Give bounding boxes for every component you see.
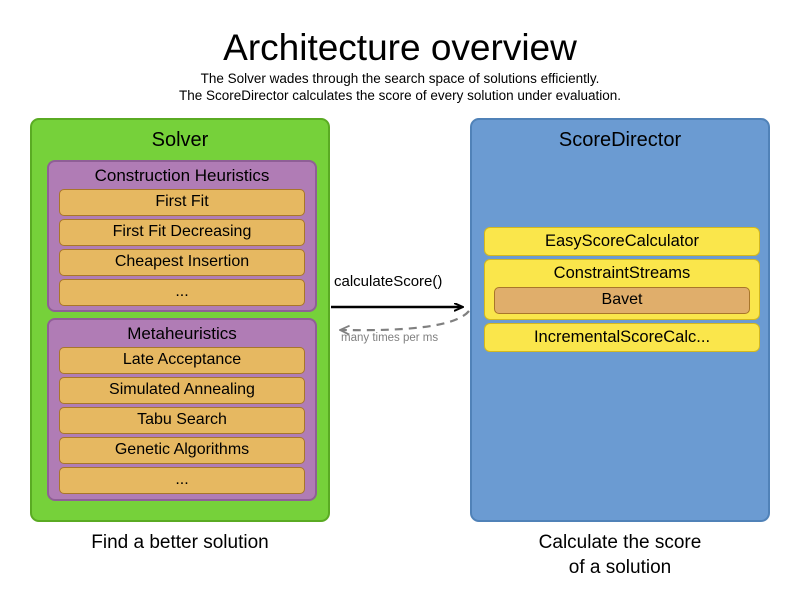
algorithm-item[interactable]: First Fit	[59, 189, 305, 216]
solver-panel: Solver Construction Heuristics First Fit…	[30, 118, 330, 522]
solver-panel-title: Solver	[151, 129, 209, 151]
group-title-construction-heuristics: Construction Heuristics	[94, 166, 270, 185]
score-calculator-item-constraintstreams[interactable]: ConstraintStreams Bavet	[484, 259, 760, 320]
score-calculator-list: EasyScoreCalculator ConstraintStreams Ba…	[484, 227, 760, 355]
algorithm-item[interactable]: Simulated Annealing	[59, 377, 305, 404]
page-subtitle-line2: The ScoreDirector calculates the score o…	[179, 88, 621, 103]
caption-solver: Find a better solution	[91, 532, 269, 553]
algorithm-item-more[interactable]: ...	[59, 467, 305, 494]
group-construction-heuristics: Construction Heuristics First Fit First …	[47, 160, 317, 312]
score-calculator-subitem-bavet[interactable]: Bavet	[494, 287, 750, 314]
arrow-many-times-per-ms	[341, 310, 470, 330]
algorithm-item[interactable]: Cheapest Insertion	[59, 249, 305, 276]
algorithm-item[interactable]: Late Acceptance	[59, 347, 305, 374]
algorithm-item[interactable]: First Fit Decreasing	[59, 219, 305, 246]
page-title: Architecture overview	[223, 27, 577, 68]
algorithm-item[interactable]: Tabu Search	[59, 407, 305, 434]
algorithm-item[interactable]: Genetic Algorithms	[59, 437, 305, 464]
score-calculator-item[interactable]: EasyScoreCalculator	[484, 227, 760, 256]
scoredirector-panel: ScoreDirector EasyScoreCalculator Constr…	[470, 118, 770, 522]
score-calculator-item[interactable]: IncrementalScoreCalc...	[484, 323, 760, 352]
page-subtitle-line1: The Solver wades through the search spac…	[200, 71, 600, 86]
group-metaheuristics: Metaheuristics Late Acceptance Simulated…	[47, 318, 317, 501]
arrow-label-calculate-score: calculateScore()	[334, 273, 443, 290]
caption-scoredirector-line1: Calculate the score	[538, 532, 702, 553]
caption-scoredirector-line2: of a solution	[568, 557, 672, 578]
caption-scoredirector: Calculate the score of a solution	[470, 530, 770, 580]
scoredirector-panel-title: ScoreDirector	[558, 129, 682, 151]
algorithm-item-more[interactable]: ...	[59, 279, 305, 306]
arrow-label-many-times-per-ms: many times per ms	[341, 332, 439, 344]
group-title-metaheuristics: Metaheuristics	[127, 324, 237, 343]
score-calculator-item-label: ConstraintStreams	[553, 264, 691, 282]
